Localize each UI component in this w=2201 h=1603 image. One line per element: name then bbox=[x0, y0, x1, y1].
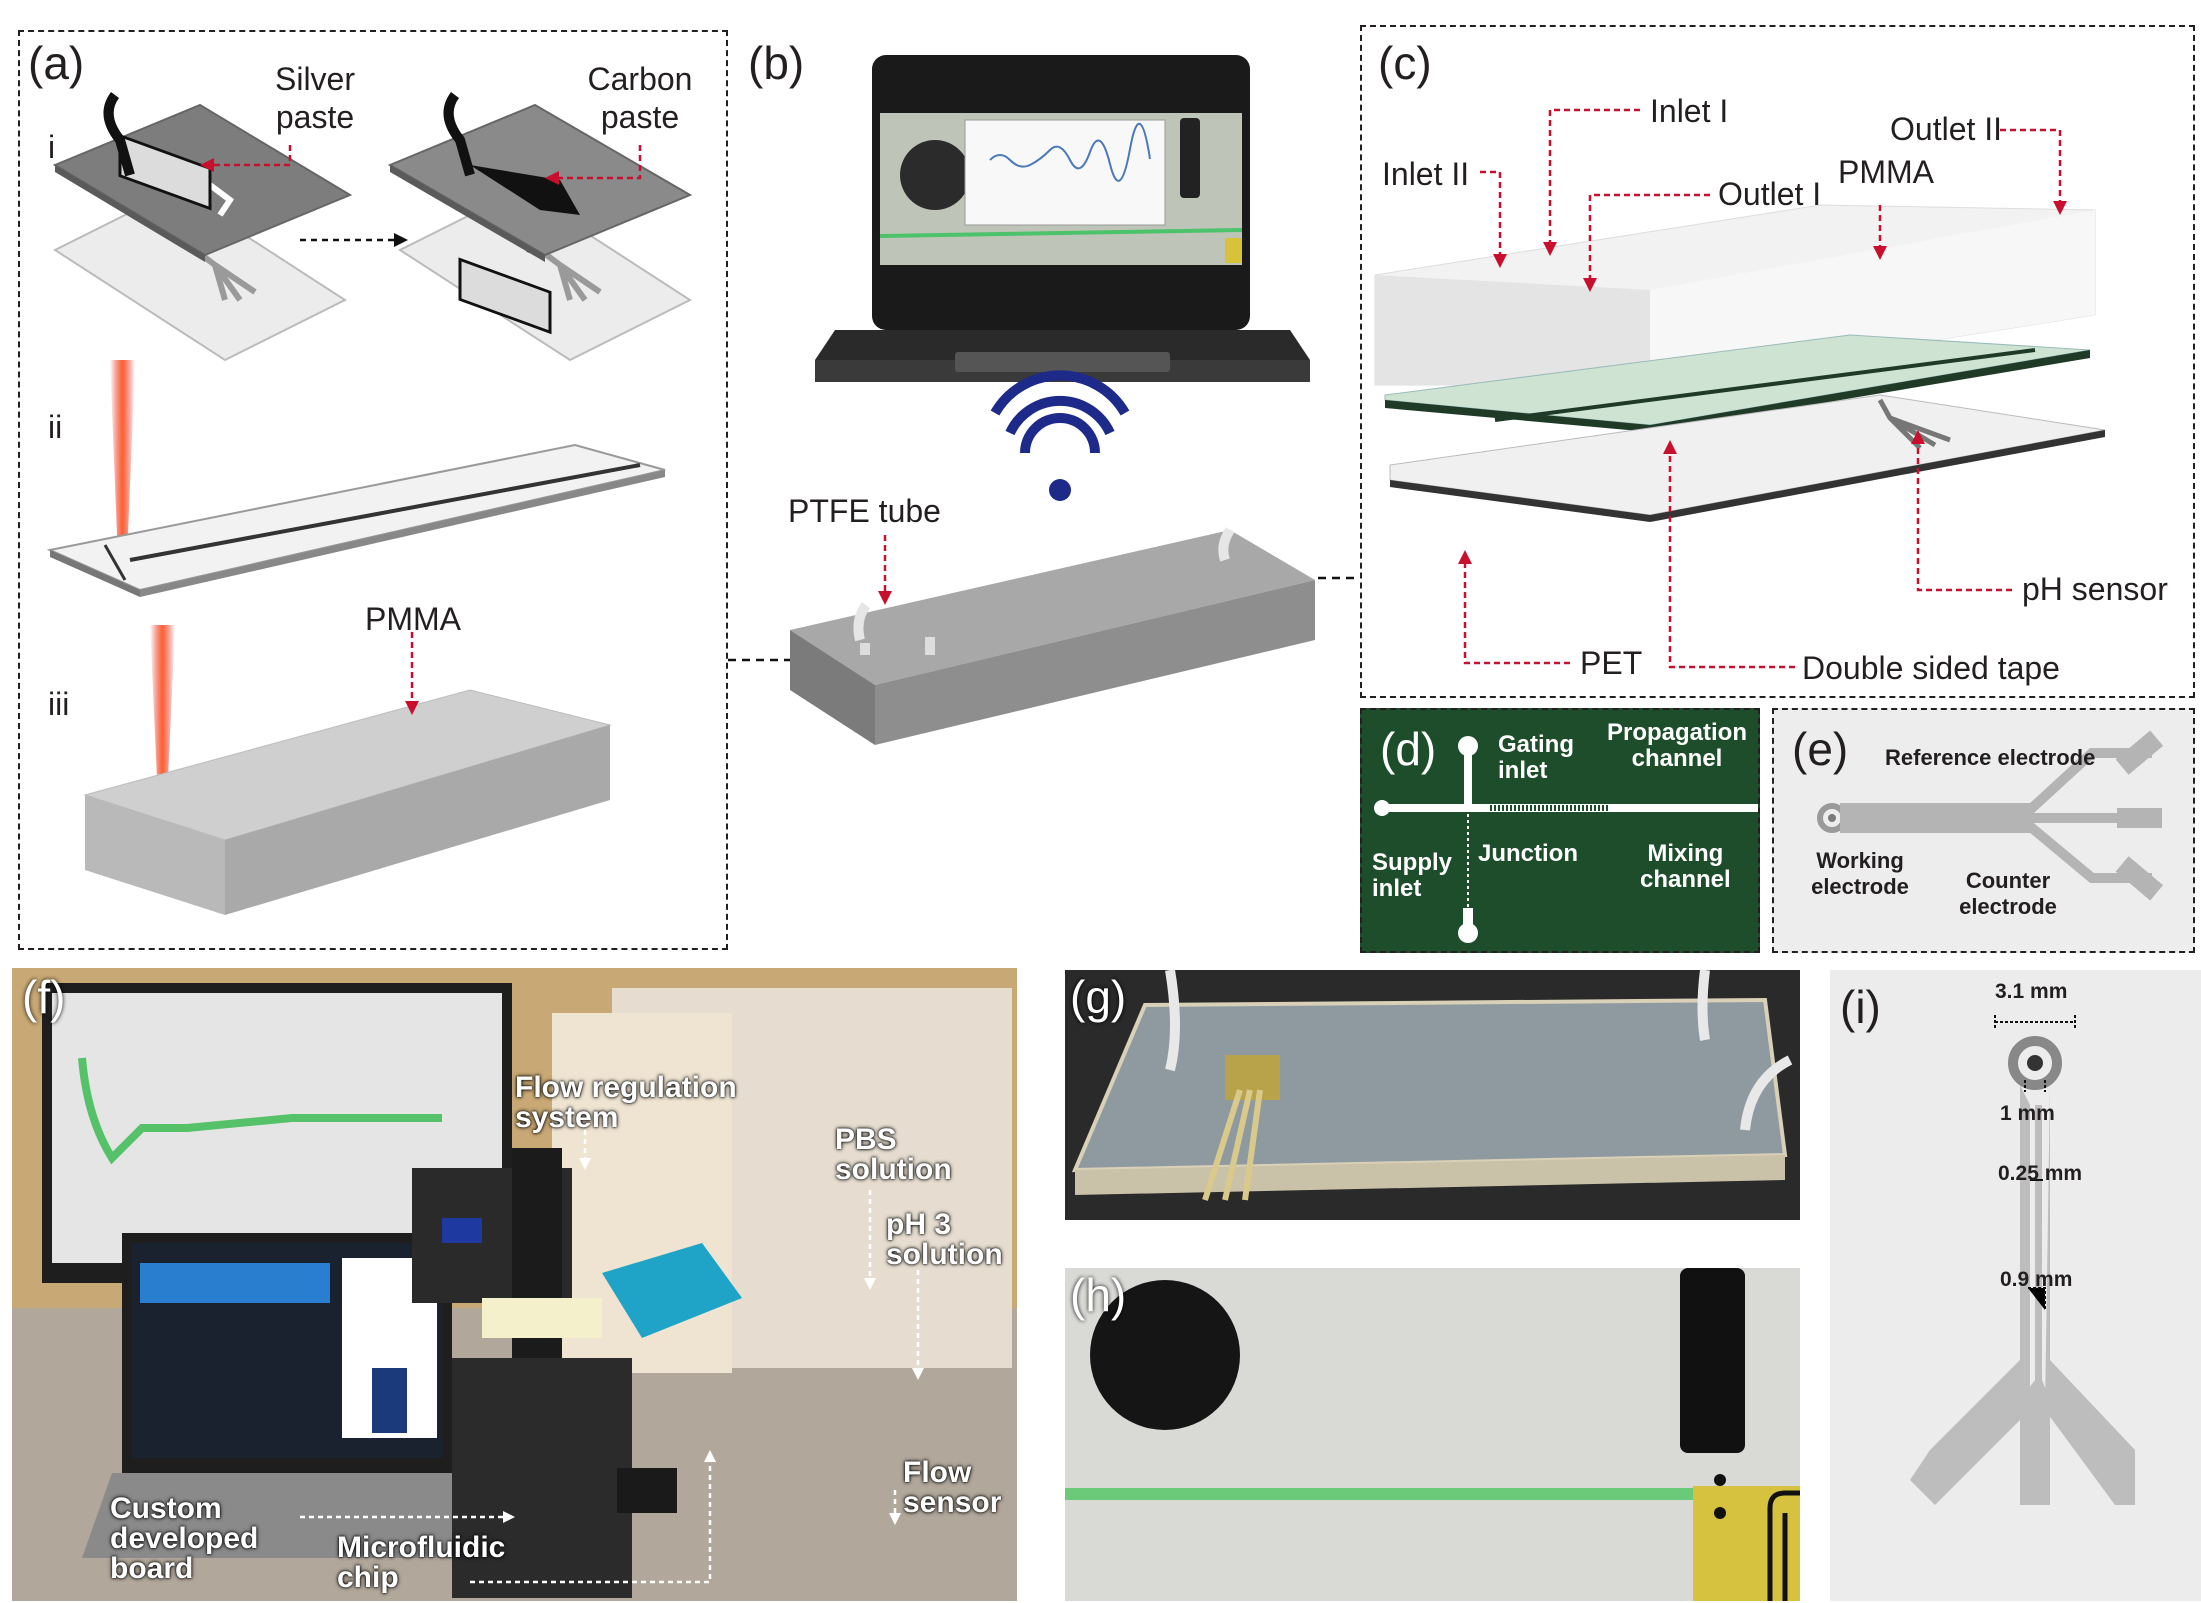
panel-f-arrows bbox=[300, 1130, 924, 1584]
pbs-solution-label: PBS solution bbox=[835, 1123, 952, 1186]
flow-sensor-label: Flow sensor bbox=[903, 1456, 1002, 1519]
supply-inlet-label: Supply inlet bbox=[1372, 849, 1453, 902]
junction-label: Junction bbox=[1478, 840, 1578, 867]
microscope-stage bbox=[452, 1148, 632, 1598]
carbon-paste-label: Carbon paste bbox=[587, 61, 693, 135]
step-ii-label: ii bbox=[48, 409, 63, 445]
dim-0-9-mm: 0.9 mm bbox=[2000, 1268, 2073, 1291]
panel-h-letter: (h) bbox=[1070, 1269, 1127, 1321]
ph-sensor-label: pH sensor bbox=[2022, 571, 2168, 607]
tube-rack bbox=[602, 1243, 742, 1338]
inlet-i-label: Inlet I bbox=[1650, 93, 1729, 129]
mixing-channel-label: Mixing channel bbox=[1640, 840, 1731, 893]
pet-layer bbox=[1389, 394, 2106, 522]
panel-a-frame bbox=[18, 30, 728, 950]
panel-b-letter: (b) bbox=[748, 37, 805, 89]
panel-d-board bbox=[1360, 708, 1760, 953]
panel-f-letter: (f) bbox=[22, 971, 66, 1023]
laminate-ii bbox=[46, 443, 666, 597]
outlet-ii-label: Outlet II bbox=[1890, 111, 2003, 147]
panel-c-letter: (c) bbox=[1378, 37, 1432, 89]
pet-label: PET bbox=[1580, 645, 1643, 681]
squeegee-right-icon bbox=[443, 92, 552, 335]
gating-inlet-label: Gating inlet bbox=[1498, 731, 1574, 784]
ptfe-tube-label: PTFE tube bbox=[788, 493, 941, 529]
custom-board-label: Custom developed board bbox=[110, 1492, 259, 1585]
step-i-label: i bbox=[48, 129, 56, 165]
panel-d-letter: (d) bbox=[1380, 723, 1437, 775]
panel-e-letter: (e) bbox=[1792, 723, 1849, 775]
microfluidic-block bbox=[790, 527, 1315, 745]
reference-electrode-label: Reference electrode bbox=[1885, 745, 2096, 770]
outlet-i-label: Outlet I bbox=[1718, 176, 1822, 212]
pmma-label-c: PMMA bbox=[1838, 154, 1934, 190]
inlet-ii-label: Inlet II bbox=[1382, 156, 1470, 192]
counter-electrode-label: Counter electrode bbox=[1959, 868, 2057, 919]
photo-f bbox=[12, 968, 1017, 1601]
laptop-photo bbox=[82, 1233, 492, 1558]
photo-i bbox=[1830, 970, 2201, 1601]
squeegee-left-icon bbox=[103, 92, 212, 211]
flow-regulation-label: Flow regulation system bbox=[515, 1071, 737, 1134]
dim-0-25-mm: 0.25 mm bbox=[1998, 1162, 2083, 1185]
propagation-channel-label: Propagation channel bbox=[1607, 719, 1748, 772]
photo-h bbox=[1065, 1268, 1800, 1601]
panel-i-letter: (i) bbox=[1840, 981, 1881, 1033]
microfluidic-chip-label: Microfluidic chip bbox=[337, 1531, 506, 1594]
pmma-block-iii bbox=[83, 689, 612, 915]
panel-c-frame bbox=[1360, 25, 2195, 698]
photo-g bbox=[1065, 969, 1800, 1220]
working-electrode-label: Working electrode bbox=[1811, 848, 1909, 899]
panel-a-illustration bbox=[46, 92, 693, 915]
wifi-icon bbox=[990, 370, 1130, 501]
silver-paste-label: Silver paste bbox=[274, 61, 355, 135]
pmma-label-a: PMMA bbox=[365, 601, 461, 637]
panel-a-letter: (a) bbox=[28, 37, 85, 89]
double-sided-tape-label: Double sided tape bbox=[1802, 650, 2060, 686]
panel-d-channels bbox=[1374, 736, 1758, 943]
dim-3-1-mm: 3.1 mm bbox=[1995, 980, 2068, 1003]
panel-b-illustration bbox=[728, 55, 1360, 745]
step-iii-label: iii bbox=[48, 686, 70, 722]
electrode-diagram bbox=[1817, 730, 2164, 901]
dim-1-mm: 1 mm bbox=[2000, 1102, 2055, 1125]
ph3-solution-label: pH 3 solution bbox=[886, 1208, 1003, 1271]
panel-g-letter: (g) bbox=[1070, 971, 1127, 1023]
panel-c-illustration bbox=[1374, 108, 2106, 669]
laptop-icon bbox=[815, 55, 1310, 382]
